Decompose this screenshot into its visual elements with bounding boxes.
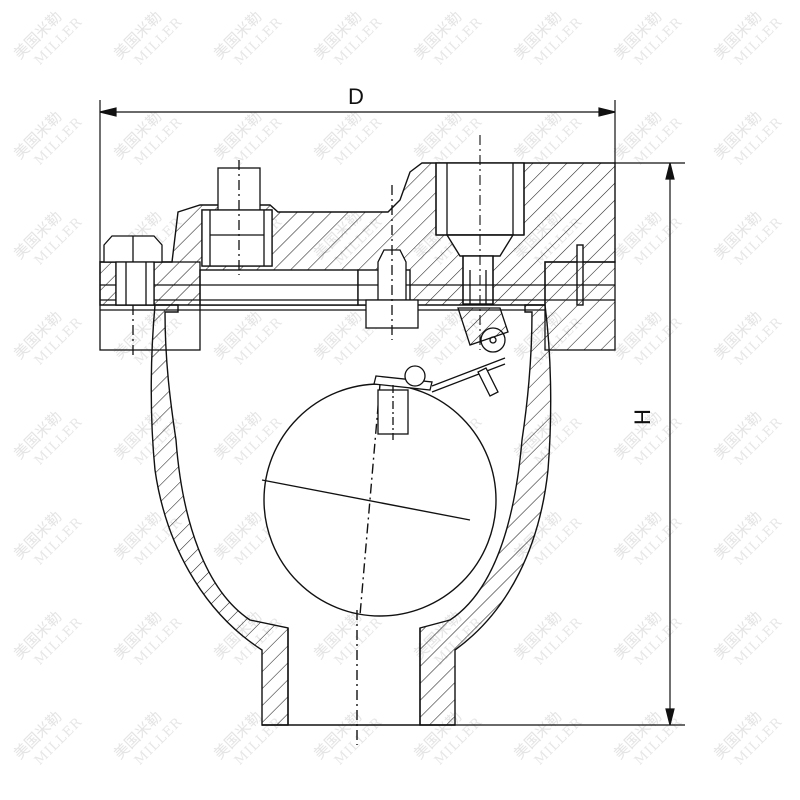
dimension-d [99,100,616,262]
top-plug [201,160,273,275]
inlet-pipe [262,610,455,745]
dimension-d-label: D [348,84,364,109]
dimension-h [455,162,685,726]
lever-mechanism [373,307,509,440]
flange-bolt [103,235,163,358]
center-stud [365,185,419,340]
valve-cover [99,162,616,306]
dimension-h-label: H [630,409,655,425]
